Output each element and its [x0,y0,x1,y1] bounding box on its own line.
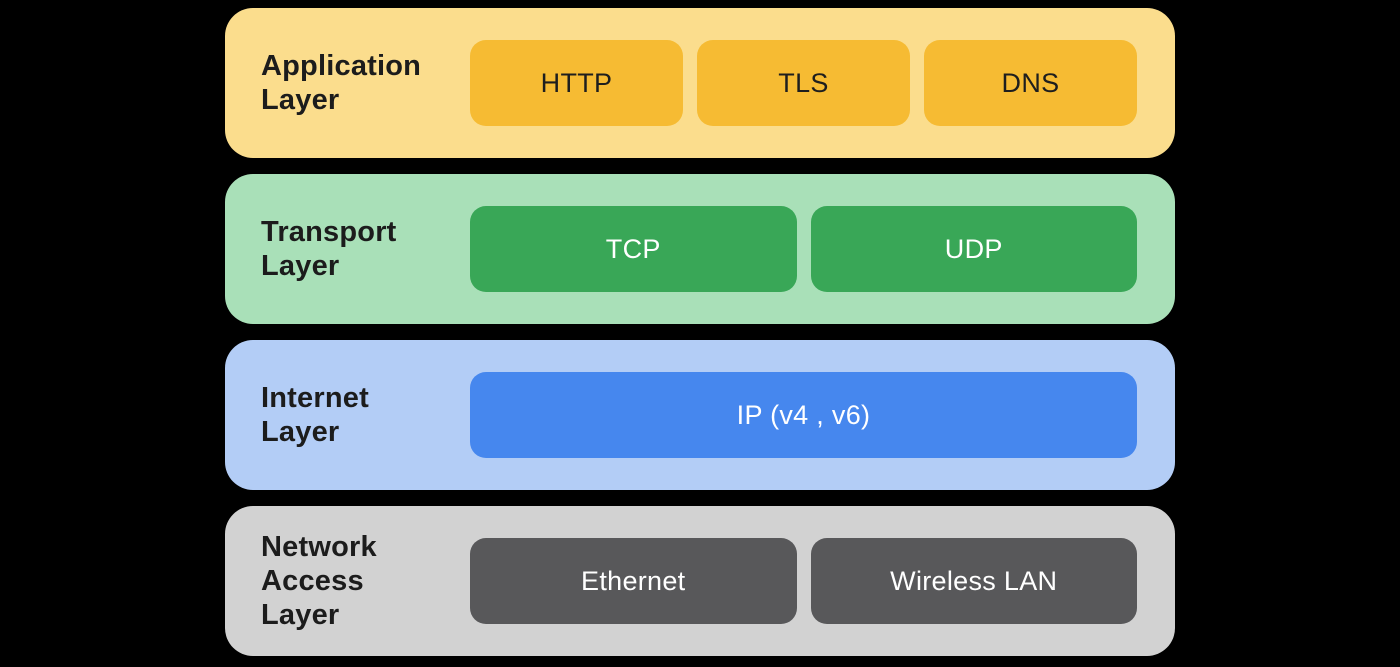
layer-application-label: Application Layer [261,50,422,116]
layer-internet: Internet Layer IP (v4 , v6) [225,340,1175,490]
protocol-box-ethernet: Ethernet [470,538,797,624]
layer-network-access-label: Network Access Layer [261,531,377,631]
layer-transport-label: Transport Layer [261,216,397,282]
layer-application-protocols: HTTP TLS DNS [470,40,1137,126]
layer-transport-protocols: TCP UDP [470,206,1137,292]
protocol-box-ip: IP (v4 , v6) [470,372,1137,458]
protocol-box-wireless-lan: Wireless LAN [810,538,1137,624]
layer-internet-protocols: IP (v4 , v6) [470,372,1137,458]
layer-application: Application Layer HTTP TLS DNS [225,8,1175,158]
protocol-box-dns: DNS [924,40,1137,126]
layer-network-access: Network Access Layer Ethernet Wireless L… [225,506,1175,656]
tcpip-layer-diagram: Application Layer HTTP TLS DNS Transport… [225,8,1175,656]
protocol-box-http: HTTP [470,40,683,126]
protocol-box-udp: UDP [810,206,1137,292]
protocol-box-tcp: TCP [470,206,797,292]
layer-network-access-protocols: Ethernet Wireless LAN [470,538,1137,624]
layer-internet-label: Internet Layer [261,382,369,448]
protocol-box-tls: TLS [697,40,910,126]
layer-transport: Transport Layer TCP UDP [225,174,1175,324]
